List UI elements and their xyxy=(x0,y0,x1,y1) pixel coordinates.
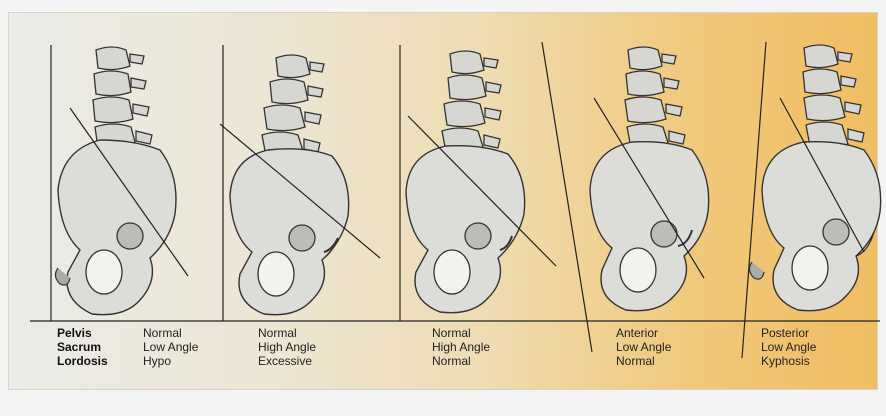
column-4-labels: Anterior Low Angle Normal xyxy=(616,326,671,368)
obturator-foramen xyxy=(620,248,656,292)
pelvis-figure-4 xyxy=(542,42,709,352)
acetabulum xyxy=(823,219,849,245)
ilium xyxy=(58,140,176,315)
ischium xyxy=(749,262,764,279)
lordosis-value: Hypo xyxy=(143,354,198,368)
pelvis-value: Normal xyxy=(143,326,198,340)
obturator-foramen xyxy=(434,250,470,294)
sacrum-value: Low Angle xyxy=(616,340,671,354)
lordosis-value: Normal xyxy=(432,354,490,368)
pelvis-figure-1 xyxy=(51,45,188,321)
acetabulum xyxy=(289,225,315,251)
pelvis-figure-3 xyxy=(400,45,556,321)
sacrum-value: Low Angle xyxy=(761,340,816,354)
sacrum-value: High Angle xyxy=(258,340,316,354)
column-3-labels: Normal High Angle Normal xyxy=(432,326,490,368)
column-1-labels: Normal Low Angle Hypo xyxy=(143,326,198,368)
acetabulum xyxy=(465,223,491,249)
obturator-foramen xyxy=(792,246,828,290)
pelvis-value: Anterior xyxy=(616,326,671,340)
obturator-foramen xyxy=(86,250,122,294)
pelvis-value: Normal xyxy=(432,326,490,340)
column-2-labels: Normal High Angle Excessive xyxy=(258,326,316,368)
row-label-lordosis: Lordosis xyxy=(57,354,108,368)
ilium xyxy=(230,149,349,315)
pelvis-figure-2 xyxy=(220,45,380,321)
pelvis-value: Normal xyxy=(258,326,316,340)
acetabulum xyxy=(117,223,143,249)
row-labels: Pelvis Sacrum Lordosis xyxy=(57,326,108,368)
vertical-reference-line xyxy=(542,42,592,352)
acetabulum xyxy=(651,221,677,247)
lordosis-value: Normal xyxy=(616,354,671,368)
sacrum-value: High Angle xyxy=(432,340,490,354)
row-label-sacrum: Sacrum xyxy=(57,340,108,354)
lordosis-value: Excessive xyxy=(258,354,316,368)
row-label-pelvis: Pelvis xyxy=(57,326,108,340)
pelvis-figure-5 xyxy=(742,42,881,358)
lordosis-value: Kyphosis xyxy=(761,354,816,368)
column-5-labels: Posterior Low Angle Kyphosis xyxy=(761,326,816,368)
sacrum-value: Low Angle xyxy=(143,340,198,354)
pelvis-value: Posterior xyxy=(761,326,816,340)
ischium xyxy=(55,268,70,285)
obturator-foramen xyxy=(258,252,294,296)
